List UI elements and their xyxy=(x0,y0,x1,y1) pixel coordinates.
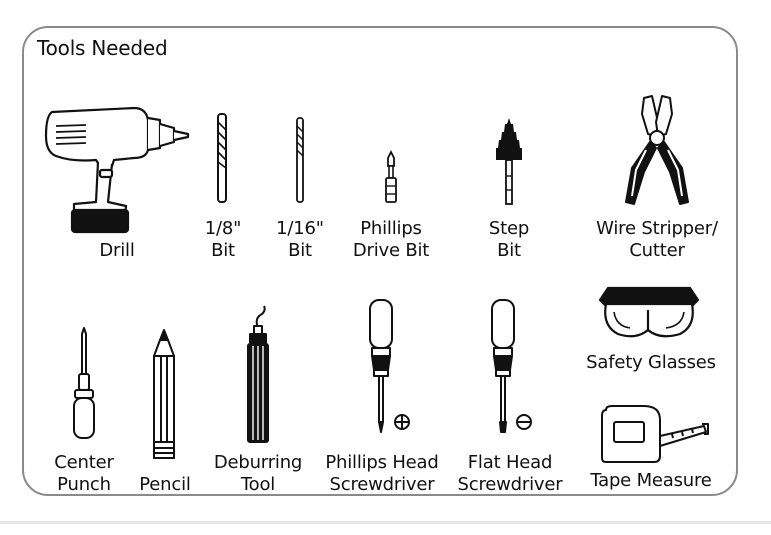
drill-icon xyxy=(44,106,190,234)
deburring-tool-label: Deburring Tool xyxy=(213,452,303,495)
deburring-tool-icon xyxy=(247,305,269,443)
phillips-screwdriver-label: Phillips Head Screwdriver xyxy=(325,452,439,495)
bit-eighth-label: 1/8" Bit xyxy=(204,218,242,261)
bit-sixteenth-label: 1/16" Bit xyxy=(276,218,324,261)
drill-label: Drill xyxy=(99,240,135,261)
phillips-drive-bit-label: Phillips Drive Bit xyxy=(352,218,430,261)
safety-glasses-label: Safety Glasses xyxy=(586,352,716,373)
bit-eighth-icon xyxy=(217,113,227,203)
phillips-screwdriver-icon xyxy=(369,299,410,433)
phillips-drive-bit-icon xyxy=(385,149,397,203)
panel-title: Tools Needed xyxy=(37,36,168,60)
step-bit-icon xyxy=(496,118,522,205)
bottom-divider xyxy=(0,521,771,524)
wire-stripper-icon xyxy=(625,95,689,205)
tape-measure-label: Tape Measure xyxy=(590,470,712,491)
pencil-icon xyxy=(153,329,175,459)
safety-glasses-icon xyxy=(598,286,700,338)
center-punch-icon xyxy=(73,327,95,439)
bit-sixteenth-icon xyxy=(296,117,304,203)
wire-stripper-label: Wire Stripper/ Cutter xyxy=(596,218,718,261)
tape-measure-icon xyxy=(601,405,709,463)
pencil-label: Pencil xyxy=(139,474,191,495)
center-punch-label: Center Punch xyxy=(54,452,114,495)
step-bit-label: Step Bit xyxy=(488,218,530,261)
flat-screwdriver-label: Flat Head Screwdriver xyxy=(457,452,563,495)
flat-screwdriver-icon xyxy=(491,299,532,433)
